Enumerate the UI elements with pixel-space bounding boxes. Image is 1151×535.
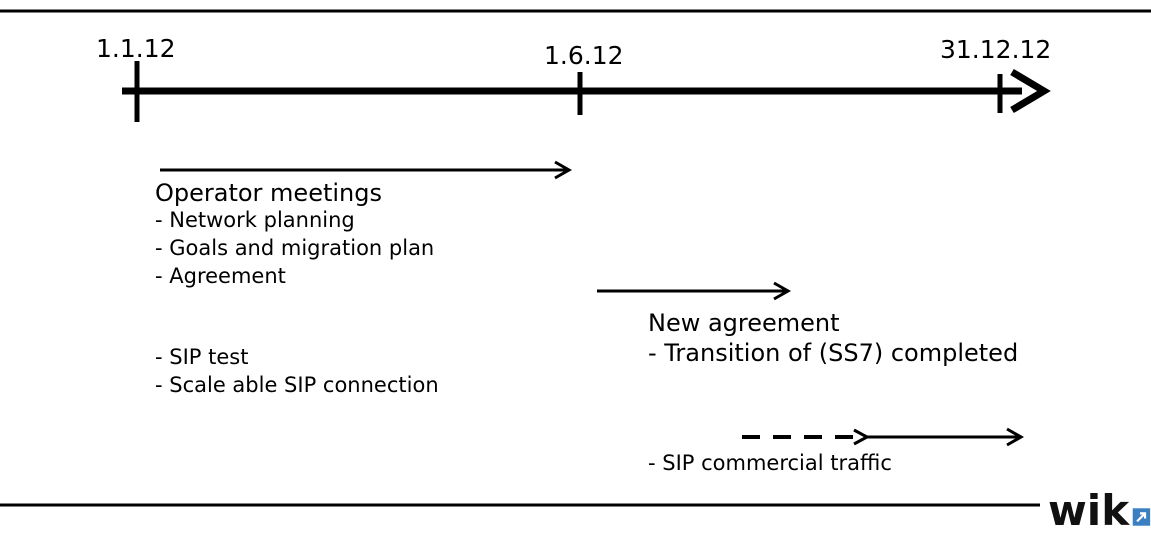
operator-meetings-title: Operator meetings xyxy=(155,179,382,207)
timeline-arrowhead xyxy=(1010,68,1051,114)
date-label-start: 1.1.12 xyxy=(96,34,176,63)
new-agreement-arrowhead xyxy=(773,281,792,301)
sip-item-scalable: - Scale able SIP connection xyxy=(155,373,439,397)
new-agreement-item: - Transition of (SS7) completed xyxy=(648,339,1019,367)
logo-arrow-icon xyxy=(1132,508,1151,526)
date-label-mid: 1.6.12 xyxy=(544,41,624,70)
date-label-end: 31.12.12 xyxy=(940,35,1052,64)
operator-item-network-planning: - Network planning xyxy=(155,208,355,232)
new-agreement-title: New agreement xyxy=(648,309,840,337)
sip-item-test: - SIP test xyxy=(155,345,249,369)
operator-item-goals: - Goals and migration plan xyxy=(155,236,435,260)
commercial-traffic-label: - SIP commercial traffic xyxy=(648,451,892,475)
commercial-dashed-arrowhead xyxy=(853,428,871,446)
wik-logo: wik xyxy=(1048,486,1151,535)
commercial-solid-arrowhead xyxy=(1006,427,1025,447)
wik-logo-text: wik xyxy=(1048,486,1130,535)
operator-meetings-arrowhead xyxy=(554,160,573,180)
operator-item-agreement: - Agreement xyxy=(155,264,286,288)
